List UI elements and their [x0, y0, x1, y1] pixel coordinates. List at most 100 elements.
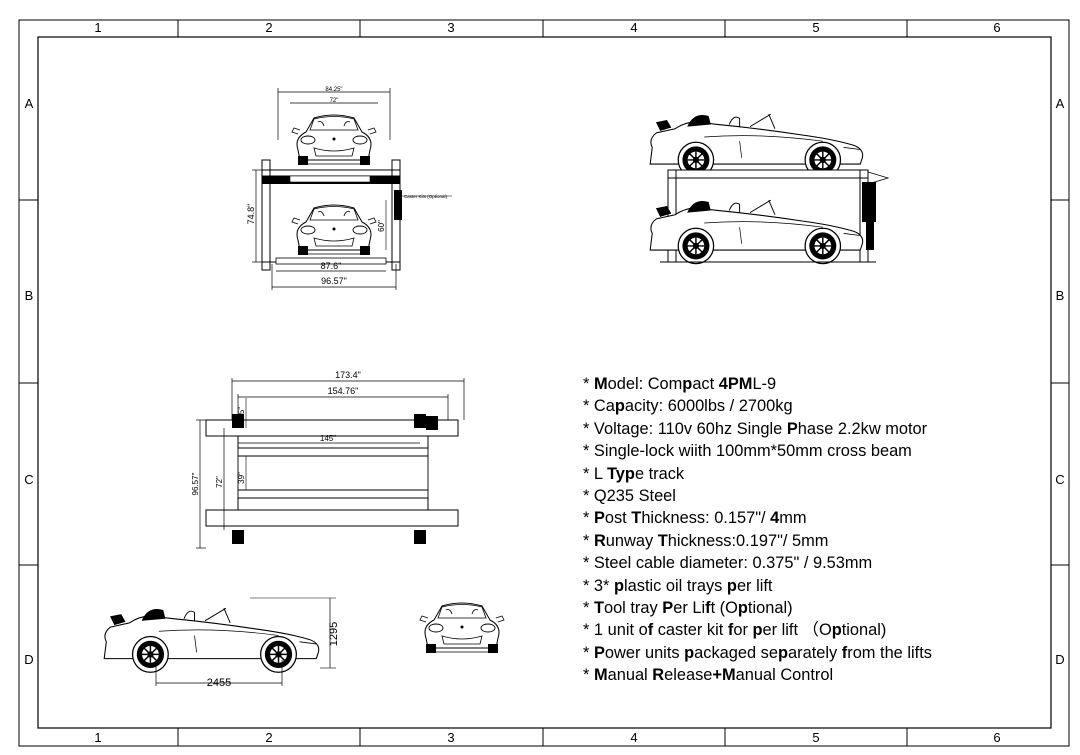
- spec-text-fragment: rom the lifts: [847, 643, 932, 662]
- spec-text-fragment: P: [662, 599, 674, 618]
- spec-capacity: * Capacity: 6000lbs / 2700kg: [583, 395, 1053, 417]
- spec-post: * Post Thickness: 0.157"/ 4mm: [583, 507, 1053, 529]
- dim-height-right: 60": [377, 220, 386, 232]
- zone-column-label: 6: [993, 730, 1000, 745]
- spec-text-fragment: hickness: 0.157"/: [641, 509, 771, 528]
- dim-inner-length: 154.76": [328, 386, 359, 396]
- spec-text-fragment: tional): [747, 599, 793, 618]
- spec-text-fragment: unway: [605, 531, 658, 550]
- spec-text-fragment: er Li: [673, 599, 706, 618]
- spec-text-fragment: *: [583, 375, 594, 393]
- spec-text-fragment: anual Control: [735, 666, 834, 685]
- zone-row-label: C: [24, 472, 33, 487]
- spec-text-fragment: T: [631, 509, 642, 528]
- spec-text-fragment: p: [624, 464, 635, 483]
- spec-text-fragment: M: [593, 375, 608, 393]
- spec-text-fragment: p: [613, 576, 624, 595]
- plan-view: 173.4" 154.76" 145" 96.57" 72" 16.5" 39": [191, 370, 465, 549]
- spec-text-fragment: arately: [788, 643, 842, 662]
- spec-text-fragment: * 1 unit o: [583, 621, 648, 640]
- spec-text-fragment: f: [841, 643, 848, 662]
- spec-text-fragment: T: [593, 599, 604, 618]
- spec-text-fragment: hase 2.2kw motor: [797, 419, 928, 438]
- dim-total-length: 173.4": [335, 370, 361, 380]
- spec-text-fragment: p: [726, 576, 737, 595]
- spec-text-fragment: p: [752, 621, 763, 640]
- dim-total-width: 96.57": [191, 472, 200, 495]
- spec-runway: * Runway Thickness:0.197"/ 5mm: [583, 530, 1053, 552]
- spec-text-fragment: *: [583, 531, 594, 550]
- dim-inner-width: 72": [215, 476, 224, 488]
- dim-width-top-inner: 72": [330, 98, 339, 104]
- zone-row-label: A: [25, 96, 34, 111]
- spec-text-fragment: or: [733, 621, 753, 640]
- spec-text-fragment: hickness:0.197"/ 5mm: [667, 531, 829, 550]
- zone-row-label: A: [1056, 96, 1065, 111]
- spec-text-fragment: acity: 6000lbs / 2700kg: [624, 397, 793, 416]
- spec-text-fragment: p: [831, 621, 842, 640]
- spec-text-fragment: mm: [779, 509, 807, 528]
- zone-column-label: 2: [265, 20, 272, 35]
- spec-text-fragment: odel: Com: [607, 375, 683, 393]
- spec-voltage: * Voltage: 110v 60hz Single Phase 2.2kw …: [583, 418, 1053, 440]
- car-side-view: 2455 1295: [103, 597, 340, 689]
- spec-text-fragment: * Steel cable diameter: 0.375" / 9.53mm: [583, 554, 873, 573]
- car-front-view: [419, 602, 505, 654]
- spec-text-fragment: e track: [634, 464, 685, 483]
- zone-row-label: B: [1056, 288, 1065, 303]
- spec-trays: * 3* plastic oil trays per lift: [583, 575, 1053, 597]
- spec-text-fragment: *: [583, 509, 594, 528]
- spec-list: * Model: Compact 4PML-9* Capacity: 6000l…: [583, 373, 1053, 687]
- spec-text-fragment: Ty: [607, 464, 625, 483]
- dim-width-bottom-outer: 96.57": [321, 276, 347, 286]
- column-ticks: [177, 20, 908, 746]
- caster-kit-callout: Caster Kits (Optional): [404, 194, 448, 199]
- spec-text-fragment: lastic oil trays: [624, 576, 727, 595]
- dim-runway-length: 145": [320, 434, 336, 443]
- zone-column-label: 2: [265, 730, 272, 745]
- spec-text-fragment: er lift （O: [762, 621, 832, 640]
- zone-column-label: 4: [630, 20, 637, 35]
- zone-row-label: D: [24, 652, 33, 667]
- spec-cable: * Steel cable diameter: 0.375" / 9.53mm: [583, 552, 1053, 574]
- spec-text-fragment: t (O: [710, 599, 738, 618]
- spec-text-fragment: p: [682, 375, 693, 393]
- zone-row-label: D: [1055, 652, 1064, 667]
- spec-text-fragment: p: [684, 643, 695, 662]
- spec-text-fragment: * Q235 Steel: [583, 487, 676, 506]
- spec-text-fragment: 4PM: [718, 375, 753, 393]
- spec-text-fragment: p: [614, 397, 625, 416]
- zone-row-label: B: [25, 288, 34, 303]
- dim-height-left: 74.8": [246, 204, 256, 225]
- spec-text-fragment: L-9: [752, 375, 777, 393]
- spec-text-fragment: p: [737, 599, 748, 618]
- spec-text-fragment: p: [778, 643, 789, 662]
- zone-column-label: 5: [812, 730, 819, 745]
- spec-text-fragment: P: [593, 643, 605, 662]
- zone-column-label: 5: [812, 20, 819, 35]
- spec-text-fragment: *: [583, 666, 594, 685]
- row-ticks: [19, 199, 1069, 566]
- spec-text-fragment: act: [692, 375, 719, 393]
- zone-column-label: 1: [94, 730, 101, 745]
- spec-text-fragment: ower units: [604, 643, 685, 662]
- zone-column-label: 3: [447, 20, 454, 35]
- spec-text-fragment: elease: [664, 666, 713, 685]
- spec-text-fragment: f: [727, 621, 734, 640]
- spec-text-fragment: f: [705, 599, 711, 618]
- spec-text-fragment: M: [593, 666, 608, 685]
- side-elevation-view: [649, 113, 890, 265]
- dim-runway-width: 39": [237, 472, 246, 484]
- spec-text-fragment: * L: [583, 464, 607, 483]
- spec-text-fragment: ool tray: [603, 599, 663, 618]
- spec-text-fragment: * 3*: [583, 576, 614, 595]
- spec-tooltray: * Tool tray Per Lift (Optional): [583, 597, 1053, 619]
- spec-text-fragment: +M: [712, 666, 736, 685]
- spec-text-fragment: caster kit: [653, 621, 728, 640]
- spec-text-fragment: P: [593, 509, 605, 528]
- zone-column-label: 3: [447, 730, 454, 745]
- spec-text-fragment: anual: [607, 666, 653, 685]
- spec-text-fragment: ost: [604, 509, 632, 528]
- spec-text-fragment: R: [593, 531, 606, 550]
